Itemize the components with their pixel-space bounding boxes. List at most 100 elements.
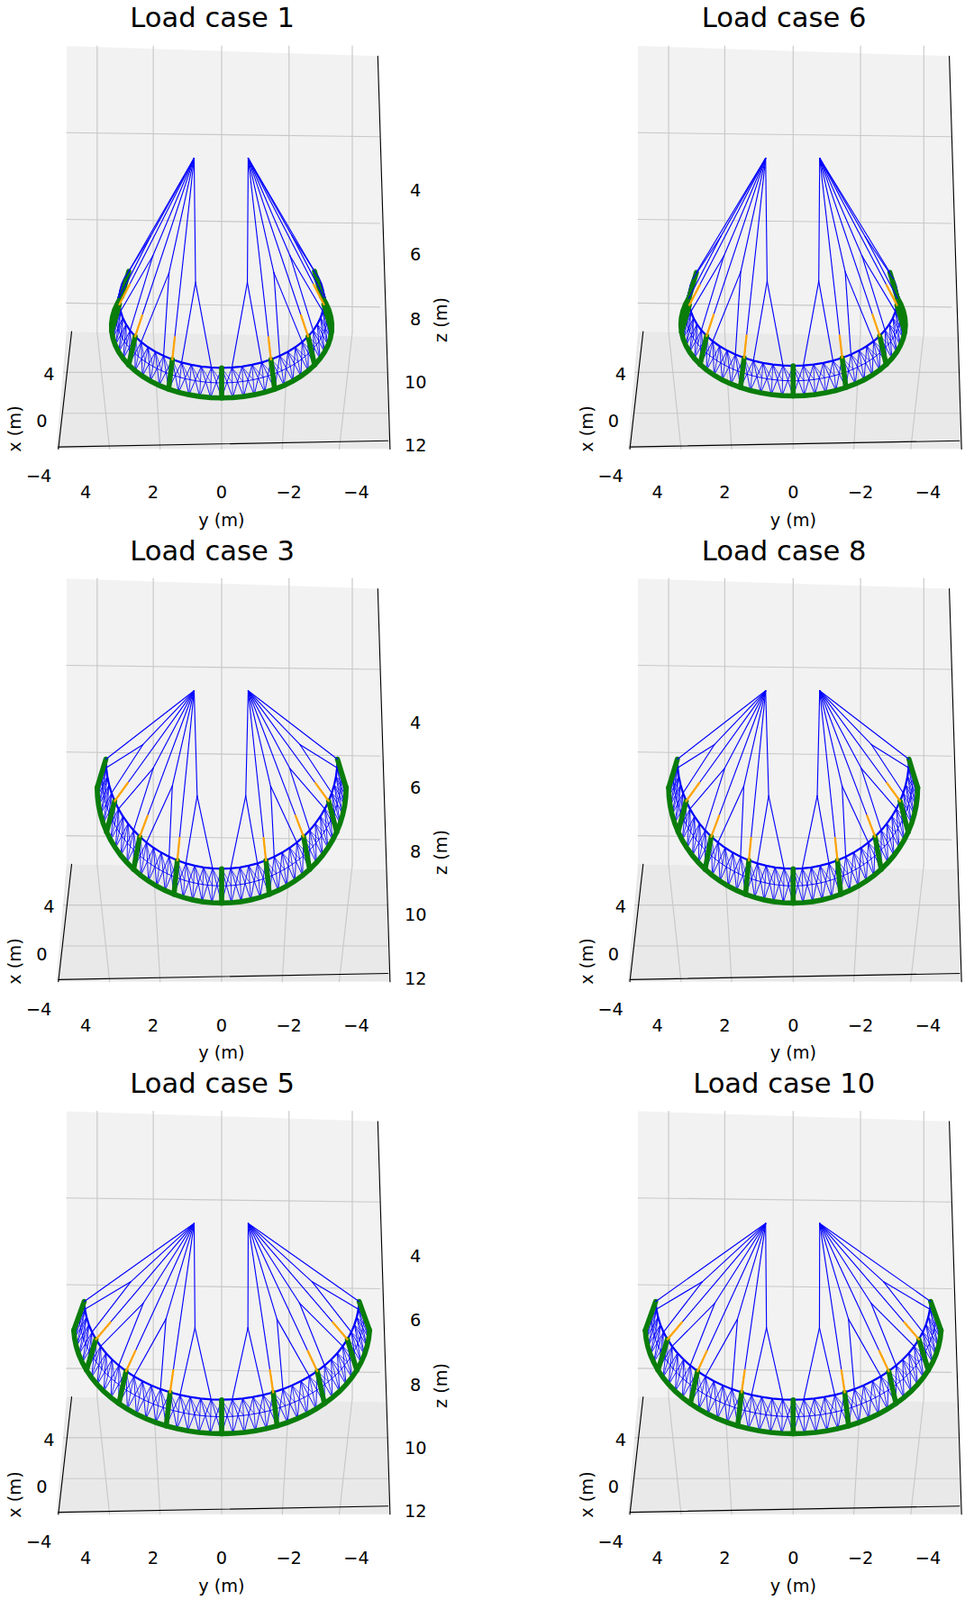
suspension-line	[299, 1302, 325, 1366]
back-pane	[637, 45, 958, 337]
rib	[359, 1301, 370, 1331]
y-axis-line	[58, 1506, 389, 1513]
mesh-line	[114, 824, 119, 833]
tick-label: 4	[80, 1550, 92, 1568]
suspension-line	[803, 1328, 820, 1401]
mesh-line	[896, 325, 900, 332]
suspension-line	[842, 786, 847, 857]
mesh-line	[298, 356, 306, 363]
mesh-line	[336, 1353, 346, 1385]
suspension-line	[230, 795, 246, 869]
rib	[790, 1400, 796, 1435]
mesh-line	[692, 823, 701, 856]
mesh-line	[230, 884, 240, 886]
tick-label: −4	[343, 484, 369, 502]
mesh-line	[118, 331, 123, 338]
tick-label: 12	[404, 437, 428, 456]
floor-pane	[628, 864, 962, 982]
mesh-line	[313, 330, 326, 353]
suspension-line	[766, 1328, 783, 1401]
back-pane	[66, 45, 387, 337]
back-pane	[66, 1110, 387, 1402]
mesh-line	[679, 1375, 687, 1383]
suspension-line	[819, 281, 834, 361]
mesh-line	[842, 357, 847, 388]
suspension-line	[740, 158, 766, 273]
mesh-line	[100, 1346, 102, 1369]
suspension-line	[120, 255, 154, 312]
suspension-line	[871, 1302, 915, 1347]
mesh-line	[212, 868, 222, 903]
grid-line	[668, 332, 682, 449]
bridle-segment	[839, 335, 843, 358]
rib	[874, 837, 882, 870]
suspension-line	[667, 1223, 766, 1340]
mesh-line	[869, 355, 877, 362]
suspension-line	[247, 691, 266, 861]
mesh-line	[771, 364, 774, 395]
suspension-line	[705, 1319, 738, 1377]
tick-label: −4	[26, 468, 52, 486]
grid-line	[351, 578, 353, 865]
canopy-leading-edge	[111, 296, 333, 399]
mesh-line	[200, 381, 211, 383]
suspension-line	[768, 795, 784, 869]
mesh-line	[677, 1353, 680, 1376]
mesh-line	[178, 362, 182, 392]
z-axis-line	[949, 1121, 963, 1515]
mesh-line	[230, 868, 242, 902]
grid-line	[220, 332, 222, 449]
tick-label: 4	[80, 484, 92, 502]
y-axis-line	[629, 1506, 960, 1513]
mesh-line	[182, 863, 186, 898]
mesh-line	[180, 1394, 190, 1414]
floor-pane	[56, 1397, 391, 1515]
mesh-line	[202, 884, 212, 886]
suspension-line	[724, 691, 765, 769]
mesh-line	[761, 1397, 772, 1416]
mesh-line	[801, 868, 812, 885]
mesh-line	[803, 364, 813, 396]
grid-line	[220, 1398, 222, 1515]
mesh-line	[762, 377, 773, 380]
mesh-line	[803, 365, 815, 381]
mesh-line	[199, 1399, 211, 1433]
mesh-line	[819, 865, 830, 881]
mesh-line	[159, 355, 164, 386]
mesh-line	[706, 341, 713, 371]
suspension-line	[751, 1328, 767, 1396]
bridle-segment	[170, 1370, 174, 1393]
mesh-line	[773, 364, 783, 396]
rib	[73, 1301, 84, 1331]
mesh-line	[699, 1376, 706, 1410]
mesh-line	[672, 1346, 674, 1369]
mesh-line	[102, 791, 105, 801]
rib	[745, 860, 749, 895]
mesh-line	[892, 331, 897, 338]
mesh-line	[133, 837, 140, 870]
suspension-line	[153, 691, 194, 769]
tick-label: −4	[915, 484, 941, 502]
mesh-line	[864, 858, 872, 865]
mesh-line	[651, 1324, 654, 1333]
mesh-line	[782, 1400, 794, 1434]
tick-label: 0	[36, 946, 47, 964]
mesh-line	[888, 1371, 896, 1404]
x-axis-line	[629, 864, 644, 982]
mesh-line	[232, 1399, 245, 1416]
mesh-line	[200, 366, 211, 383]
mesh-line	[873, 341, 881, 371]
suspension-line	[864, 236, 898, 299]
axis-label: x (m)	[578, 938, 596, 985]
suspension-line	[300, 744, 337, 768]
suspension-line	[720, 158, 766, 237]
mesh-line	[303, 1392, 313, 1398]
mesh-line	[200, 1398, 211, 1417]
mesh-line	[178, 1411, 190, 1414]
x-axis-line	[58, 1397, 73, 1515]
rib	[837, 860, 841, 895]
mesh-line	[81, 1331, 84, 1340]
mesh-line	[189, 364, 192, 395]
suspension-line	[247, 691, 271, 787]
